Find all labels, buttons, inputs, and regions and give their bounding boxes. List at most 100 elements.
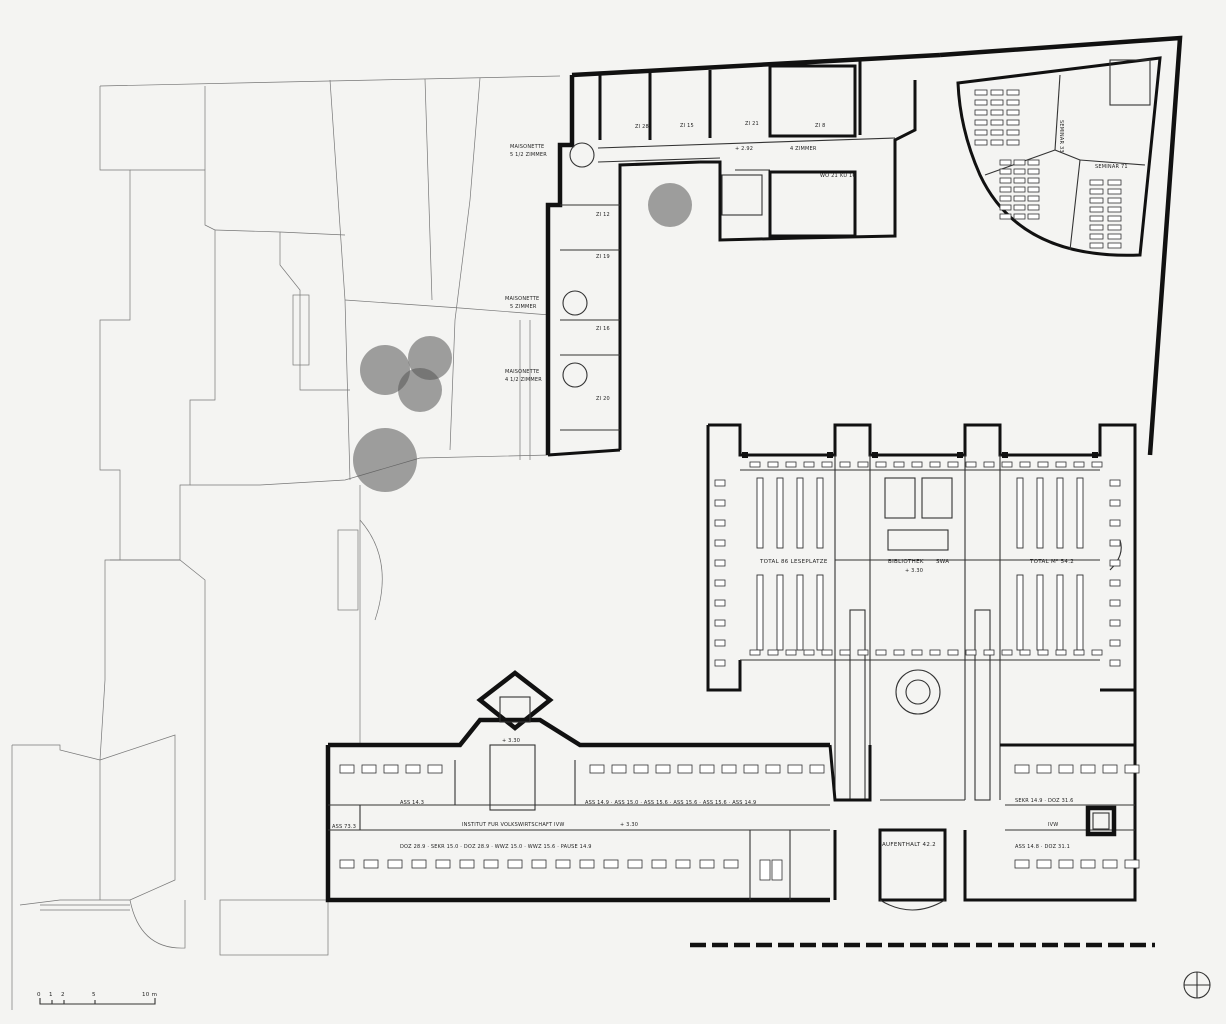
seminar-desk	[974, 139, 988, 146]
library-shelf	[1036, 574, 1044, 651]
reading-desk	[1019, 649, 1031, 656]
label-wo-21: WO 21	[820, 173, 838, 179]
wall-pier	[1092, 452, 1098, 458]
seminar-desk	[1089, 215, 1104, 222]
library-shelf	[1016, 477, 1024, 549]
reading-desk	[1109, 619, 1121, 627]
seminar-desk	[1013, 168, 1026, 175]
reading-desk	[714, 639, 726, 647]
reading-desk	[1055, 461, 1067, 468]
office-desk	[1124, 859, 1140, 869]
seminar-desk	[1013, 213, 1026, 220]
seminar-desk	[1013, 195, 1026, 202]
label-ivw: IVW	[1048, 822, 1058, 828]
reading-desk	[749, 649, 761, 656]
reading-desk	[714, 559, 726, 567]
office-desk	[387, 859, 403, 869]
library-shelf	[816, 477, 824, 549]
reading-desk	[785, 461, 797, 468]
reading-desk	[821, 461, 833, 468]
seminar-desk	[1027, 186, 1040, 193]
reading-desk	[714, 619, 726, 627]
label-sekr-right: SEKR 14.9 · DOZ 31.6	[1015, 798, 1074, 804]
label-seminar-33: SEMINAR 33	[1058, 120, 1064, 153]
seminar-desk	[1107, 188, 1122, 195]
seminar-desk	[1089, 197, 1104, 204]
office-desk	[555, 859, 571, 869]
seminar-desk	[999, 186, 1012, 193]
scale-label-0: 0	[37, 992, 41, 998]
scale-bar: 0 1 2 5 10 m	[37, 992, 157, 1005]
office-desk	[699, 859, 715, 869]
office-desk	[675, 859, 691, 869]
reading-desk	[1109, 499, 1121, 507]
office-desk	[723, 859, 739, 869]
reading-desk	[714, 659, 726, 667]
office-desk	[459, 859, 475, 869]
seminar-desk	[1027, 213, 1040, 220]
reading-desk	[1001, 461, 1013, 468]
neighbouring-buildings	[11, 75, 561, 1010]
seminar-desk	[1006, 109, 1020, 116]
office-desk	[651, 859, 667, 869]
label-maisonette-2-sub: 5 ZIMMER	[510, 304, 537, 310]
office-desk	[589, 764, 605, 774]
office-desk	[1124, 764, 1140, 774]
seminar-desk	[1006, 89, 1020, 96]
office-desk	[579, 859, 595, 869]
seminar-desk	[1089, 242, 1104, 249]
library-shelf	[796, 574, 804, 651]
office-desk	[1014, 859, 1030, 869]
scale-label-5: 5	[92, 992, 96, 998]
reading-desk	[1109, 579, 1121, 587]
reading-desk	[1037, 649, 1049, 656]
seminar-desk	[1013, 177, 1026, 184]
seminar-desk	[1089, 188, 1104, 195]
label-zi-15: ZI 15	[680, 123, 694, 129]
reading-desk	[1091, 461, 1103, 468]
library-shelf	[756, 574, 764, 651]
seminar-desk	[990, 99, 1004, 106]
label-zi-28: ZI 28	[635, 124, 649, 130]
seminar-desk	[1089, 233, 1104, 240]
seminar-desk	[990, 109, 1004, 116]
reading-desk	[1073, 461, 1085, 468]
library-shelf	[1076, 477, 1084, 549]
seminar-desk	[1089, 206, 1104, 213]
seminar-desk	[990, 139, 1004, 146]
office-desk	[1036, 859, 1052, 869]
seminar-desk	[1089, 179, 1104, 186]
seminar-desk	[999, 204, 1012, 211]
office-desk	[1102, 764, 1118, 774]
label-level-bib: + 3.30	[905, 568, 923, 574]
seminar-desk	[1107, 197, 1122, 204]
library-shelf	[1056, 477, 1064, 549]
reading-desk	[1073, 649, 1085, 656]
office-desk	[655, 764, 671, 774]
library-shelf	[776, 574, 784, 651]
office-desk	[611, 764, 627, 774]
seminar-desk	[999, 213, 1012, 220]
label-ass-row: ASS 14.9 · ASS 15.0 · ASS 15.6 · ASS 15.…	[585, 800, 756, 806]
library-shelf	[776, 477, 784, 549]
seminar-desk	[990, 129, 1004, 136]
label-zi-16: ZI 16	[596, 326, 610, 332]
reading-desk	[1001, 649, 1013, 656]
office-desk	[339, 859, 355, 869]
office-desk	[383, 764, 399, 774]
reading-desk	[714, 479, 726, 487]
reading-desk	[803, 649, 815, 656]
seminar-desk	[1107, 242, 1122, 249]
label-swa: SWA	[936, 559, 949, 565]
seminar-desk	[974, 109, 988, 116]
reading-desk	[714, 519, 726, 527]
seminar-desk	[1107, 215, 1122, 222]
trees	[353, 183, 692, 492]
seminar-desk	[999, 168, 1012, 175]
office-desk	[339, 764, 355, 774]
label-zi-19: ZI 19	[596, 254, 610, 260]
office-desk	[765, 764, 781, 774]
reading-desk	[767, 461, 779, 468]
label-institut: INSTITUT FUR VOLKSWIRTSCHAFT IVW	[462, 822, 564, 828]
